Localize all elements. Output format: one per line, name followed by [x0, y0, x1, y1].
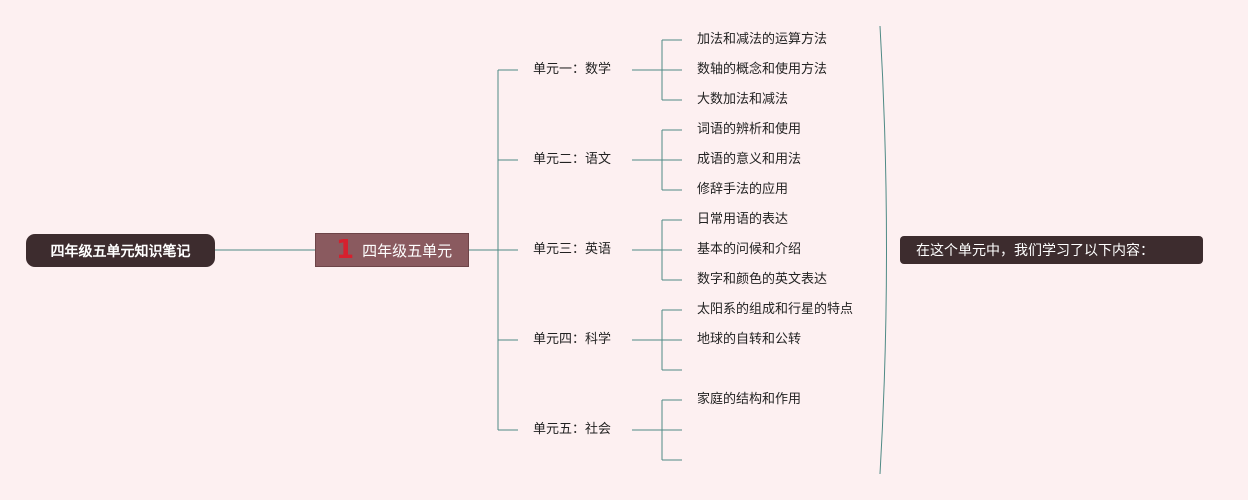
topic-node[interactable]: 家庭的结构和作用: [697, 392, 802, 407]
summary-label: 在这个单元中，我们学习了以下内容：: [916, 243, 1154, 259]
unit-node-1[interactable]: 单元一：数学: [533, 62, 612, 77]
topic-node[interactable]: 数轴的概念和使用方法: [697, 62, 828, 77]
summary-node[interactable]: 在这个单元中，我们学习了以下内容：: [900, 236, 1203, 264]
topic-node[interactable]: 词语的辨析和使用: [697, 122, 802, 137]
topic-node[interactable]: 太阳系的组成和行星的特点: [697, 302, 854, 317]
main-topic-node[interactable]: 1 四年级五单元: [315, 233, 469, 267]
topic-node[interactable]: 大数加法和减法: [697, 92, 789, 107]
root-node[interactable]: 四年级五单元知识笔记: [26, 234, 215, 267]
unit-node-5[interactable]: 单元五：社会: [533, 422, 612, 437]
summary-brace: [879, 25, 887, 475]
root-node-label: 四年级五单元知识笔记: [50, 243, 191, 260]
main-topic-label: 四年级五单元: [362, 241, 453, 260]
topic-node[interactable]: 加法和减法的运算方法: [697, 32, 828, 47]
topic-node[interactable]: 修辞手法的应用: [697, 182, 789, 197]
priority-badge: 1: [336, 235, 355, 265]
topic-node[interactable]: 基本的问候和介绍: [697, 242, 802, 257]
unit-node-3[interactable]: 单元三：英语: [533, 242, 612, 257]
topic-node[interactable]: 数字和颜色的英文表达: [697, 272, 828, 287]
unit-node-4[interactable]: 单元四：科学: [533, 332, 612, 347]
unit-node-2[interactable]: 单元二：语文: [533, 152, 612, 167]
topic-node[interactable]: 成语的意义和用法: [697, 152, 802, 167]
topic-node[interactable]: 地球的自转和公转: [697, 332, 802, 347]
topic-node[interactable]: 日常用语的表达: [697, 212, 789, 227]
